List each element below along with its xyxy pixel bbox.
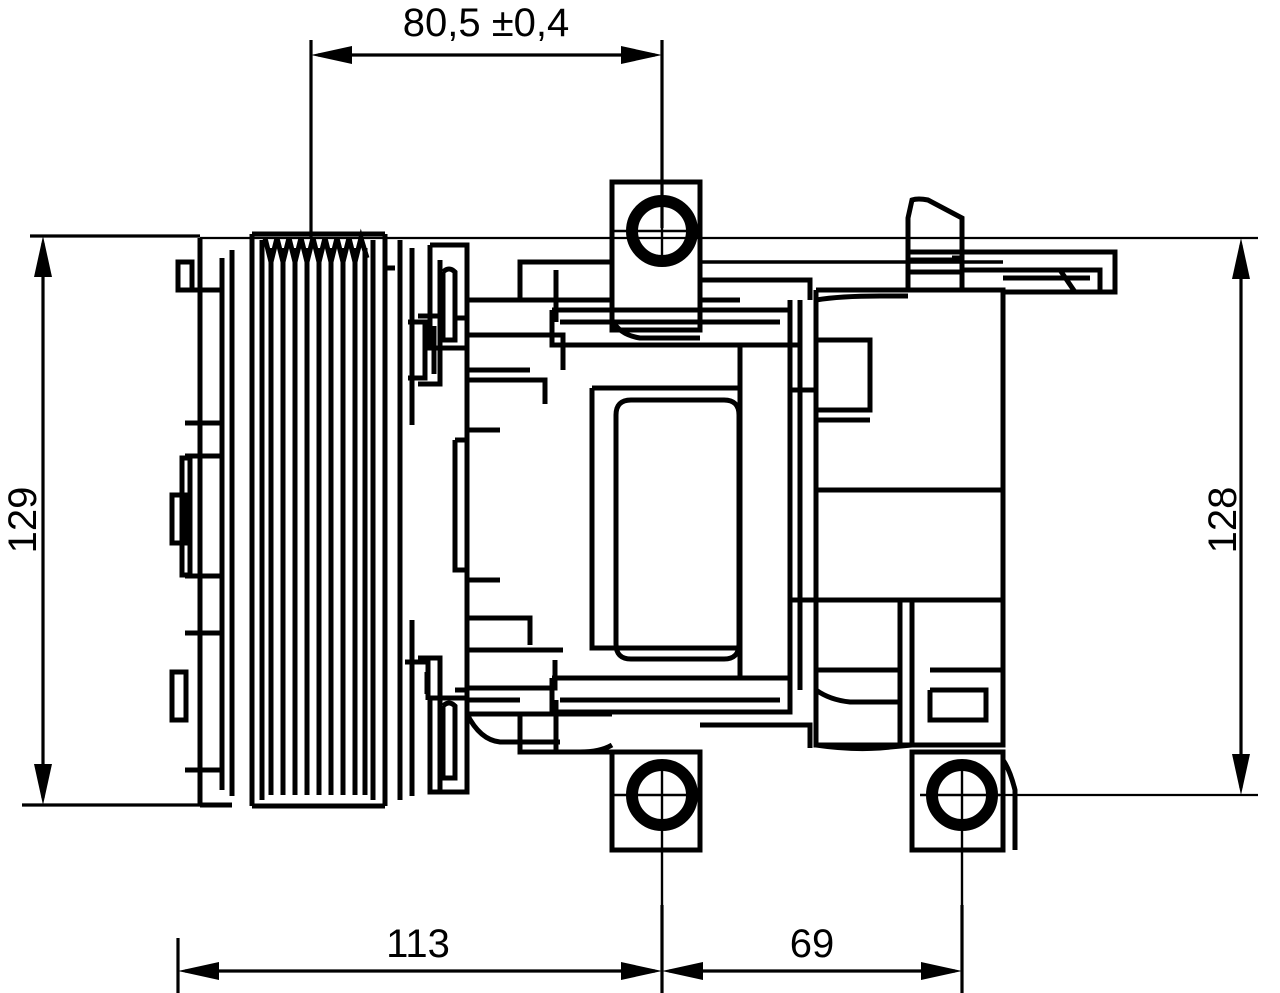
pulley-v-groove-teeth [262,228,370,263]
detail-12 [467,615,533,645]
detail-22-fillet [815,742,913,752]
detail-lines [464,182,1003,853]
body-deck-lower [549,675,793,715]
dimension-left-129: 129 [1,234,200,807]
arrowhead-top-right [621,46,662,64]
arrowhead-left-bottom [34,764,52,805]
bottom-rear-hole-centermark [920,760,1000,905]
clutch-lug-1 [169,492,189,546]
rear-chamber-port-b [927,687,989,723]
fh-bracket-pin [440,266,458,343]
rear-chamber-port-a [816,337,873,413]
body-rib-top [467,332,566,370]
bottom-front-hole-centermark [612,760,700,905]
clutch-plate-assembly [169,238,235,808]
dim-label-top: 80,5 ±0,4 [403,1,570,45]
rear-housing [813,196,1118,905]
grooved-pulley [249,228,388,809]
dim-label-left: 129 [1,487,45,554]
dimension-right-128: 128 [990,236,1258,797]
rear-deck-top [962,249,1118,295]
arrowhead-left-top [34,236,52,277]
arrowhead-right-top [1232,238,1250,279]
detail-19-fillet [464,712,560,745]
dim-label-bottom-right: 69 [790,922,835,966]
body-top-contour-left [467,259,612,303]
dimension-bottom-69: 69 [662,905,964,993]
electrical-connector-tab [905,196,965,255]
dimension-bottom-113: 113 [176,905,664,993]
mount-ear-rear-fillet [1000,758,1018,850]
clutch-lug-0 [175,259,195,293]
rear-deck-chamfer [1057,268,1078,294]
fh-bracket-pin-bottom [440,700,458,781]
detail-21-fillet [814,687,900,705]
detail-20-fillet [540,742,614,755]
body-deck-plate-a [700,277,813,300]
body-deck-plate-c [700,722,813,748]
detail-23 [815,293,908,303]
arrowhead-bottom-left-b [621,962,662,980]
dim-label-bottom-left: 113 [386,922,450,966]
fh-bracket-bottom [427,695,470,795]
arrowhead-bottom-right-a [662,962,703,980]
body-front-port [452,437,470,573]
front-housing [385,240,470,800]
arrowhead-top-left [311,46,352,64]
body-rib-bottom-2 [467,660,558,691]
top-hole-centermark [612,182,700,262]
arrowhead-bottom-left-a [178,962,219,980]
body-bottom-contour-left [467,711,612,755]
fh-nut-body [418,313,443,387]
arrowhead-bottom-right-b [921,962,962,980]
dim-label-right: 128 [1201,487,1245,554]
clutch-pad-2 [185,630,225,773]
clutch-lug-2 [169,669,189,723]
dimension-top-80-5: 80,5 ±0,4 [309,1,664,238]
body-rib-top-2 [467,377,548,404]
fh-nut-lower-b [418,655,443,706]
arrowhead-right-bottom [1232,754,1250,795]
rear-deck-top-line [962,267,1103,292]
access-panel [613,397,742,662]
clutch-pad-0 [185,287,225,426]
